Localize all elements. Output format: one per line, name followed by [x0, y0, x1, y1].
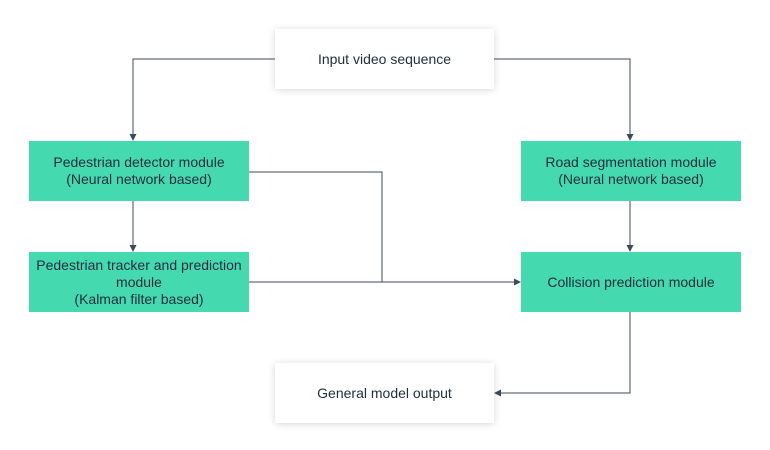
node-road-segmentation: Road segmentation module (Neural network…: [521, 141, 741, 201]
edge-pedestrian-detector-to-collision: [249, 171, 383, 282]
node-title: Road segmentation module: [545, 154, 717, 170]
edge-input-to-road-segmentation: [494, 58, 634, 141]
node-subtitle: (Neural network based): [558, 171, 704, 187]
node-title: Pedestrian detector module: [53, 154, 225, 170]
node-title: General model output: [317, 384, 452, 401]
node-pedestrian-detector: Pedestrian detector module (Neural netwo…: [29, 141, 249, 201]
node-input-video-sequence: Input video sequence: [275, 29, 494, 89]
node-collision-prediction: Collision prediction module: [521, 252, 741, 312]
node-subtitle: (Kalman filter based): [74, 290, 204, 307]
node-subtitle: (Neural network based): [66, 171, 212, 187]
node-title: Collision prediction module: [547, 273, 715, 290]
edge-input-to-pedestrian-detector: [129, 58, 275, 141]
node-title: Pedestrian tracker and prediction module: [36, 256, 242, 290]
edge-collision-to-output: [494, 312, 631, 397]
node-title: Input video sequence: [317, 50, 452, 67]
node-pedestrian-tracker: Pedestrian tracker and prediction module…: [29, 252, 249, 312]
node-general-model-output: General model output: [275, 363, 494, 423]
